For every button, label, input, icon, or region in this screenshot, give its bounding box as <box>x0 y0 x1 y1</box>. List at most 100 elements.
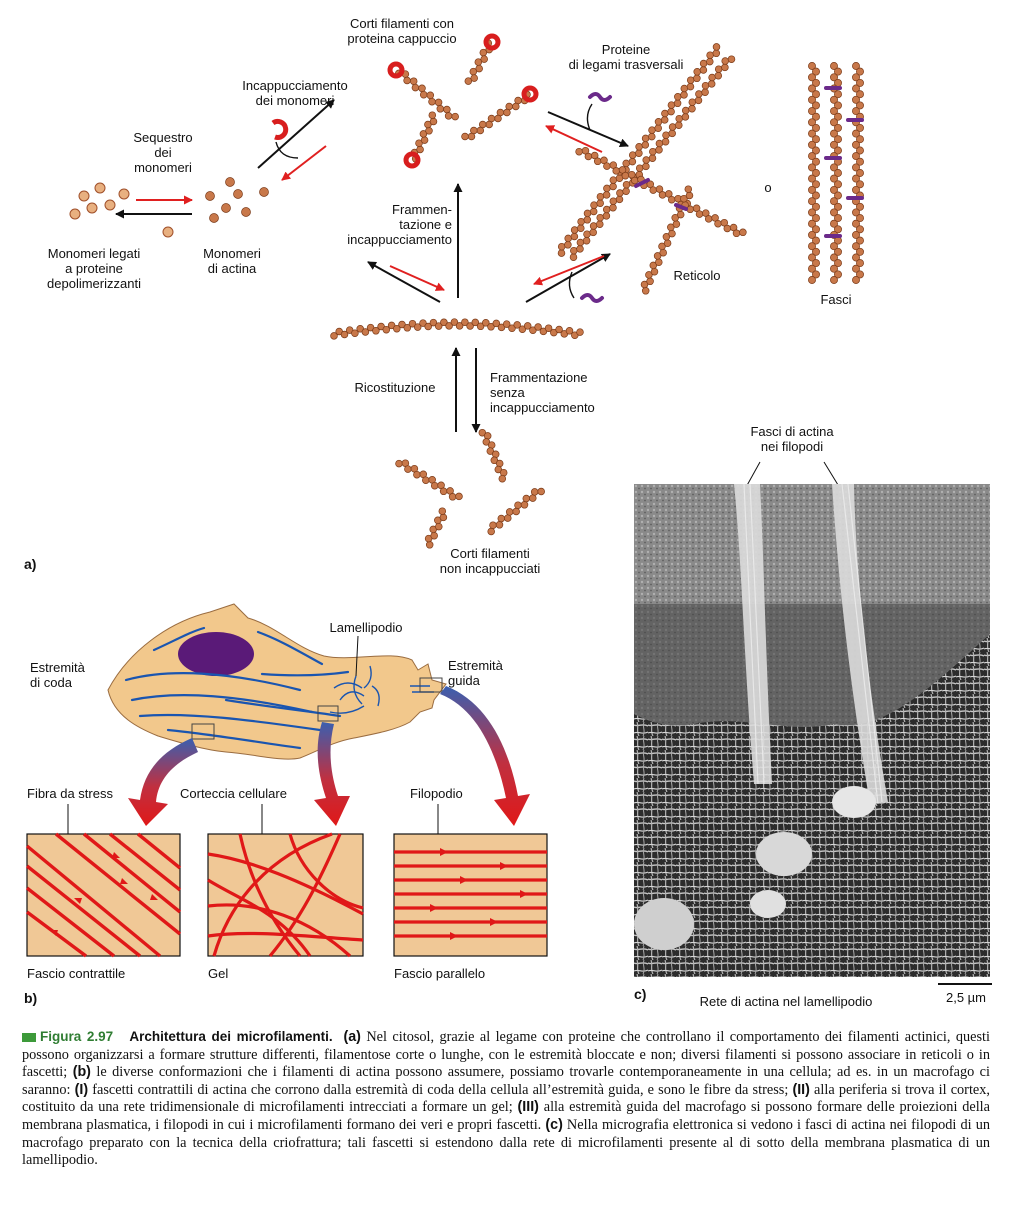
actin-bead <box>721 63 729 72</box>
actin-bead <box>852 276 860 284</box>
actin-bead <box>834 180 842 189</box>
actin-bead <box>429 117 438 126</box>
actin-bead <box>655 185 664 193</box>
actin-bead <box>398 320 406 329</box>
actin-bead <box>504 514 512 522</box>
actin-bead <box>485 120 493 129</box>
label-fragmentation-no-capping: Frammentazione senza incappucciamento <box>490 370 595 415</box>
actin-bead <box>340 330 349 339</box>
caption-a-text: Nel citosol, grazie al legame con protei… <box>22 1029 990 1081</box>
actin-bead <box>646 277 654 286</box>
actin-bead <box>699 66 708 74</box>
actin-bead <box>812 214 820 223</box>
actin-bead <box>596 213 604 222</box>
caption-c-tag: (c) <box>545 1116 563 1133</box>
actin-monomer <box>225 177 235 187</box>
actin-bead <box>361 328 370 336</box>
actin-bead <box>403 76 411 85</box>
filopodium-inset-marker <box>419 677 443 693</box>
actin-bead <box>812 101 820 110</box>
actin-bead <box>856 225 864 234</box>
actin-bead <box>685 191 694 200</box>
actin-bead <box>808 185 816 194</box>
label-bundles: Fasci <box>820 292 852 307</box>
actin-bead <box>659 248 667 257</box>
actin-bead <box>630 176 639 185</box>
actin-bead <box>812 270 820 279</box>
actin-bead <box>812 236 820 245</box>
actin-bead <box>680 84 689 93</box>
actin-bead <box>570 246 578 255</box>
actin-bead <box>382 325 391 334</box>
actin-bead <box>589 207 598 216</box>
figure-title: Architettura dei microfilamenti. <box>129 1029 333 1044</box>
actin-bead <box>589 228 597 237</box>
actin-bead <box>499 468 508 477</box>
actin-bead <box>681 113 690 121</box>
actin-bead <box>600 156 608 165</box>
figure-number: Figura 2.97 <box>40 1029 114 1044</box>
actin-bead <box>830 242 838 251</box>
actin-bead <box>676 210 685 219</box>
actin-bead <box>739 228 747 237</box>
actin-bead <box>372 327 380 335</box>
actin-bead <box>852 152 860 161</box>
figure-icon <box>22 1033 36 1043</box>
actin-bead <box>834 191 842 200</box>
actin-bead <box>686 76 695 84</box>
actin-bead <box>834 247 842 256</box>
actin-bead <box>439 487 448 496</box>
actin-bead <box>834 202 842 211</box>
label-filopodia-bundles: Fasci di actina nei filopodi <box>750 424 834 454</box>
actin-bead <box>440 318 448 327</box>
reaction-arrows <box>115 99 629 433</box>
actin-bead <box>688 104 696 113</box>
actin-bead <box>834 123 842 132</box>
actin-bead <box>642 156 650 164</box>
actin-bead <box>830 62 838 70</box>
actin-bead <box>415 139 423 147</box>
actin-bead <box>444 112 453 120</box>
actin-bead <box>419 319 427 327</box>
label-contractile-bundle: Fascio contrattile <box>27 966 126 981</box>
actin-bead <box>808 152 816 161</box>
actin-bead <box>852 230 860 239</box>
actin-bead <box>476 126 485 135</box>
actin-bead <box>732 229 741 238</box>
actin-bead <box>492 319 501 328</box>
gel-inset <box>207 832 364 958</box>
lamellipodium-mesh <box>329 665 380 714</box>
actin-bead <box>487 527 495 536</box>
actin-bead <box>512 507 520 516</box>
actin-bead <box>699 59 708 68</box>
actin-bead <box>416 145 424 154</box>
actin-bead <box>649 261 658 270</box>
actin-bead <box>852 208 860 217</box>
actin-bead <box>681 106 690 115</box>
label-tail-end: Estremità di coda <box>30 660 85 690</box>
actin-bead <box>812 247 820 256</box>
actin-bead <box>808 219 816 228</box>
actin-bead <box>461 132 469 141</box>
actin-bead <box>570 226 579 234</box>
label-capping-monomers: Incappucciamento dei monomeri <box>242 78 348 108</box>
actin-bead <box>483 432 492 440</box>
caption-i-tag: (I) <box>74 1081 89 1098</box>
actin-bead <box>684 185 693 193</box>
actin-bead <box>514 501 522 509</box>
actin-bead <box>330 332 338 340</box>
actin-bead <box>706 51 714 59</box>
actin-bead <box>425 127 433 135</box>
actin-bead <box>413 323 422 331</box>
capping-proteins <box>387 33 539 169</box>
actin-bead <box>419 90 428 99</box>
reverse-arrows <box>136 125 605 291</box>
actin-bead <box>704 215 713 223</box>
actin-bead <box>642 162 650 171</box>
actin-bead <box>852 73 860 82</box>
figure-caption: Figura 2.97 Architettura dei microfilame… <box>22 1028 990 1170</box>
actin-bead <box>808 253 816 262</box>
actin-bead <box>830 129 838 138</box>
label-cell-cortex: Corteccia cellulare <box>180 786 287 801</box>
actin-bead <box>675 121 683 129</box>
